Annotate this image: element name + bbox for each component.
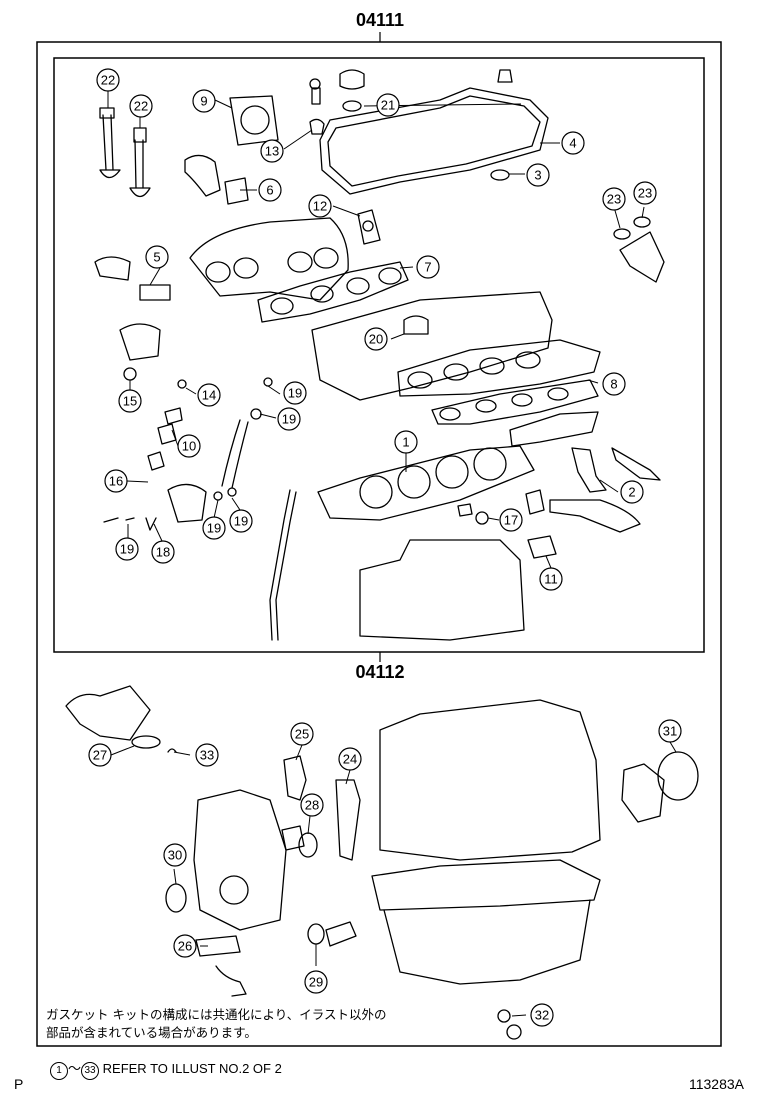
svg-text:33: 33 — [200, 748, 214, 763]
callout-17: 17 — [499, 508, 523, 532]
illustration-number: 113283A — [688, 1076, 744, 1092]
callout-2: 2 — [620, 480, 644, 504]
svg-text:8: 8 — [610, 377, 617, 392]
callout-33: 33 — [195, 743, 219, 767]
callout-24: 24 — [338, 747, 362, 771]
svg-text:16: 16 — [109, 474, 123, 489]
outer-frame — [36, 41, 722, 1047]
callout-1: 1 — [394, 430, 418, 454]
callout-19e: 19 — [115, 537, 139, 561]
callout-25: 25 — [290, 722, 314, 746]
svg-text:14: 14 — [202, 388, 216, 403]
svg-text:19: 19 — [288, 386, 302, 401]
callout-9: 9 — [192, 89, 216, 113]
callout-10: 10 — [177, 434, 201, 458]
callout-6: 6 — [258, 178, 282, 202]
svg-text:11: 11 — [544, 572, 558, 587]
svg-text:26: 26 — [178, 939, 192, 954]
svg-text:19: 19 — [282, 412, 296, 427]
svg-text:22: 22 — [101, 73, 115, 88]
svg-text:21: 21 — [381, 98, 395, 113]
callout-22b: 22 — [129, 94, 153, 118]
svg-text:4: 4 — [569, 136, 576, 151]
svg-text:30: 30 — [168, 848, 182, 863]
svg-text:20: 20 — [369, 332, 383, 347]
svg-text:23: 23 — [638, 186, 652, 201]
svg-text:23: 23 — [607, 192, 621, 207]
callout-11: 11 — [539, 567, 563, 591]
callout-19c: 19 — [202, 516, 226, 540]
callout-23b: 23 — [633, 181, 657, 205]
svg-text:2: 2 — [628, 485, 635, 500]
callout-19a: 19 — [283, 381, 307, 405]
note-text: ガスケット キットの構成には共通化により、イラスト以外の 部品が含まれている場合… — [46, 1006, 446, 1042]
svg-text:32: 32 — [535, 1008, 549, 1023]
svg-text:13: 13 — [265, 144, 279, 159]
callout-12: 12 — [308, 194, 332, 218]
callout-13: 13 — [260, 139, 284, 163]
svg-text:28: 28 — [305, 798, 319, 813]
svg-text:3: 3 — [534, 168, 541, 183]
svg-text:17: 17 — [504, 513, 518, 528]
svg-text:9: 9 — [200, 94, 207, 109]
lower-group-code: 04112 — [355, 662, 404, 682]
upper-group-code: 04111 — [356, 10, 404, 30]
corner-marker: P — [14, 1076, 24, 1092]
callout-3: 3 — [526, 163, 550, 187]
svg-text:31: 31 — [663, 724, 677, 739]
note-line-2: 部品が含まれている場合があります。 — [46, 1025, 257, 1040]
callout-4: 4 — [561, 131, 585, 155]
callout-21: 21 — [376, 93, 400, 117]
refer-note: 1～33 REFER TO ILLUST NO.2 OF 2 — [50, 1058, 282, 1080]
callout-8: 8 — [602, 372, 626, 396]
callout-14: 14 — [197, 383, 221, 407]
callout-26: 26 — [173, 934, 197, 958]
callout-32: 32 — [530, 1003, 554, 1027]
callout-7: 7 — [416, 255, 440, 279]
svg-text:15: 15 — [123, 394, 137, 409]
callout-20: 20 — [364, 327, 388, 351]
svg-text:12: 12 — [313, 199, 327, 214]
svg-text:7: 7 — [424, 260, 431, 275]
callout-31: 31 — [658, 719, 682, 743]
callout-23a: 23 — [602, 187, 626, 211]
callout-15: 15 — [118, 389, 142, 413]
refer-from-balloon: 1 — [50, 1062, 68, 1080]
svg-text:1: 1 — [402, 435, 409, 450]
svg-text:27: 27 — [93, 748, 107, 763]
svg-text:10: 10 — [182, 439, 196, 454]
svg-text:19: 19 — [120, 542, 134, 557]
svg-text:22: 22 — [134, 99, 148, 114]
svg-text:29: 29 — [309, 975, 323, 990]
svg-text:19: 19 — [234, 514, 248, 529]
callout-29: 29 — [304, 970, 328, 994]
leader-lines — [107, 86, 677, 1017]
note-line-1: ガスケット キットの構成には共通化により、イラスト以外の — [46, 1007, 387, 1022]
refer-text: REFER TO ILLUST NO.2 OF 2 — [102, 1061, 282, 1076]
svg-text:5: 5 — [153, 250, 160, 265]
svg-text:19: 19 — [207, 521, 221, 536]
callout-16: 16 — [104, 469, 128, 493]
upper-kit-frame — [53, 57, 705, 653]
callout-22a: 22 — [96, 68, 120, 92]
callout-27: 27 — [88, 743, 112, 767]
callout-28: 28 — [300, 793, 324, 817]
svg-text:25: 25 — [295, 727, 309, 742]
refer-tilde: ～ — [68, 1061, 82, 1076]
callout-19b: 19 — [277, 407, 301, 431]
svg-text:24: 24 — [343, 752, 357, 767]
callout-18: 18 — [151, 540, 175, 564]
callout-5: 5 — [145, 245, 169, 269]
svg-text:18: 18 — [156, 545, 170, 560]
refer-to-balloon: 33 — [81, 1062, 100, 1080]
callout-19d: 19 — [229, 509, 253, 533]
callout-30: 30 — [163, 843, 187, 867]
svg-text:6: 6 — [266, 183, 273, 198]
callout-balloons: 22 22 9 21 4 3 13 6 12 23 23 5 7 20 8 15… — [88, 68, 682, 1027]
